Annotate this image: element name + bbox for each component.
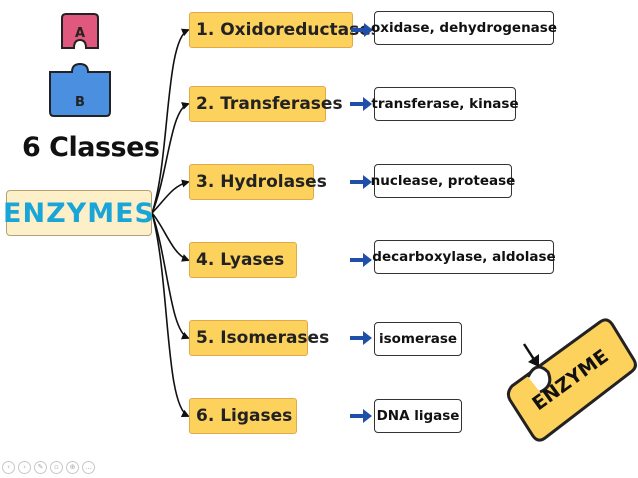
prev-icon[interactable]: ‹: [2, 461, 15, 474]
class-lyases: 4. Lyases: [189, 242, 297, 278]
example-oxidoreductases: oxidase, dehydrogenase: [371, 11, 557, 45]
more-icon[interactable]: …: [82, 461, 95, 474]
enzyme-badge-icon: ENZYME: [506, 318, 637, 442]
class-hydrolases: 3. Hydrolases: [189, 164, 327, 200]
enzymes-label: ENZYMES: [3, 190, 154, 236]
arrow-right-icon: [350, 97, 372, 111]
class-ligases: 6. Ligases: [189, 398, 297, 434]
pointer-arrow-icon: [522, 343, 539, 367]
branch-6: [151, 212, 190, 417]
arrow-right-icon: [350, 175, 372, 189]
page-title: 6 Classes: [22, 132, 160, 163]
class-transferases: 2. Transferases: [189, 86, 343, 122]
example-isomerases: isomerase: [374, 322, 462, 356]
arrow-right-icon: [350, 253, 372, 267]
zoom-icon[interactable]: ⊕: [66, 461, 79, 474]
block-a-label: A: [75, 26, 85, 41]
branch-connectors: [151, 28, 190, 417]
example-ligases: DNA ligase: [374, 399, 462, 433]
block-b-icon: B: [49, 62, 111, 117]
branch-4: [151, 212, 190, 262]
block-a-icon: A: [61, 13, 99, 49]
eraser-icon[interactable]: ▫: [50, 461, 63, 474]
arrow-right-icon: [350, 331, 372, 345]
branch-5: [151, 212, 190, 340]
branch-2: [151, 102, 190, 214]
block-b-label: B: [75, 95, 85, 110]
class-isomerases: 5. Isomerases: [189, 320, 329, 356]
pen-icon[interactable]: ✎: [34, 461, 47, 474]
example-lyases: decarboxylase, aldolase: [372, 240, 556, 274]
example-transferases: transferase, kinase: [371, 87, 519, 121]
arrow-right-icon: [351, 23, 373, 37]
arrow-right-icon: [350, 409, 372, 423]
presenter-toolbar: ‹ › ✎ ▫ ⊕ …: [2, 461, 95, 474]
class-oxidoreductases: 1. Oxidoreductases: [189, 12, 381, 48]
next-icon[interactable]: ›: [18, 461, 31, 474]
branch-1: [151, 28, 190, 214]
example-hydrolases: nuclease, protease: [371, 164, 515, 198]
branch-3: [151, 179, 190, 214]
